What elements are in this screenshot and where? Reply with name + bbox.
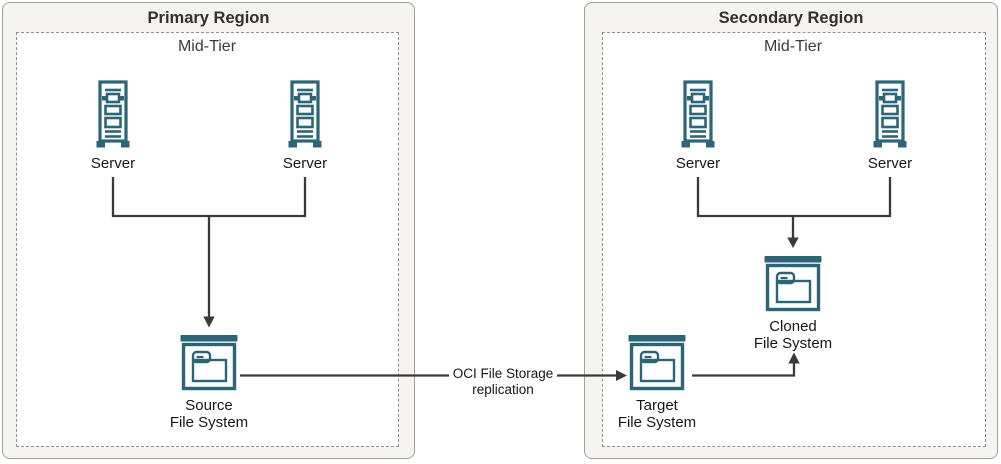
- source-file-system-label-line1: Source: [185, 397, 233, 414]
- source-file-system-label: Source File System: [139, 397, 279, 431]
- file-system-icon: [764, 255, 822, 313]
- replication-label-line2: replication: [472, 382, 534, 397]
- cloned-file-system-label-line1: Cloned: [769, 318, 817, 335]
- server-icon: [678, 79, 718, 151]
- secondary-server-left-label: Server: [675, 155, 721, 172]
- primary-region-title: Primary Region: [147, 9, 270, 27]
- file-system-icon: [180, 334, 238, 392]
- primary-region-box: Primary Region: [2, 2, 415, 459]
- replication-label-line1: OCI File Storage: [452, 366, 554, 381]
- secondary-midtier-label: Mid-Tier: [763, 38, 823, 55]
- cloned-file-system-label-line2: File System: [753, 335, 833, 352]
- server-icon: [285, 79, 325, 151]
- primary-server-left-label: Server: [90, 155, 136, 172]
- cloned-file-system-label: Cloned File System: [723, 318, 863, 352]
- primary-midtier-label: Mid-Tier: [177, 38, 237, 55]
- server-icon: [870, 79, 910, 151]
- secondary-region-title: Secondary Region: [718, 9, 864, 27]
- target-file-system-label-line2: File System: [617, 414, 697, 431]
- target-file-system-label: Target File System: [587, 397, 727, 431]
- replication-label: OCI File Storage replication: [423, 366, 583, 398]
- secondary-server-right-label: Server: [867, 155, 913, 172]
- primary-server-right-label: Server: [282, 155, 328, 172]
- file-system-icon: [628, 334, 686, 392]
- server-icon: [93, 79, 133, 151]
- target-file-system-label-line1: Target: [636, 397, 678, 414]
- source-file-system-label-line2: File System: [169, 414, 249, 431]
